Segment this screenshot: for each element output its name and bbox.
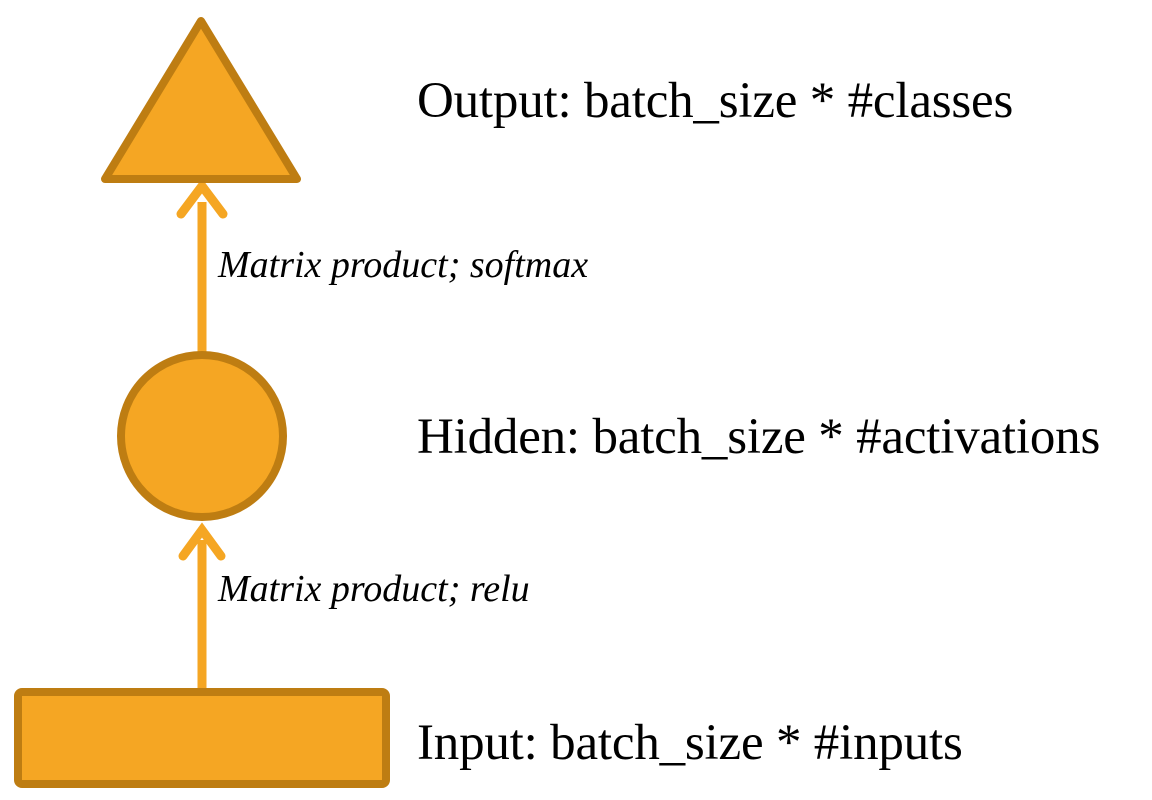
- arrowhead-hidden-to-output: [176, 178, 228, 219]
- node-label-output: Output: batch_size * #classes: [417, 73, 1014, 129]
- arrowhead-input-to-hidden: [178, 522, 226, 561]
- node-label-input: Input: batch_size * #inputs: [417, 715, 963, 771]
- edge-hidden-to-output: [176, 178, 228, 360]
- node-input-rectangle[interactable]: [14, 688, 390, 788]
- edge-label-hidden-to-output: Matrix product; softmax: [218, 244, 589, 286]
- edge-input-to-hidden: [178, 522, 226, 690]
- node-label-hidden: Hidden: batch_size * #activations: [417, 409, 1101, 465]
- node-hidden-circle[interactable]: [117, 351, 287, 521]
- edge-label-input-to-hidden: Matrix product; relu: [218, 568, 530, 610]
- node-output-triangle[interactable]: [101, 17, 301, 183]
